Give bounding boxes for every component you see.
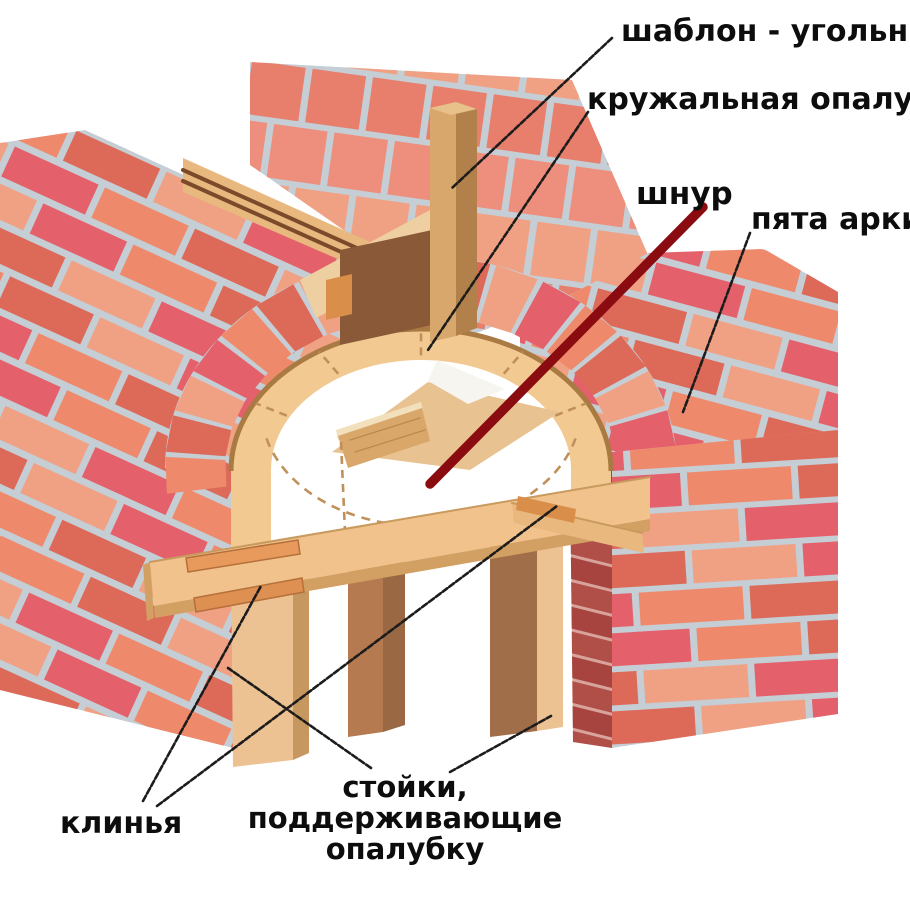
leader-template-square <box>450 36 614 190</box>
label-posts-line3: опалубку <box>325 832 485 866</box>
label-posts-line1: стойки, <box>342 770 468 804</box>
formwork-dashed-marks <box>255 329 587 533</box>
label-cord: шнур <box>636 176 733 212</box>
cord-line <box>425 202 708 489</box>
leader-post-left <box>226 666 373 770</box>
label-wedges: клинья <box>60 806 183 841</box>
leader-lines <box>141 36 752 808</box>
label-arch-heel: пята арки <box>751 202 910 237</box>
label-posts-line2: поддерживающие <box>247 801 563 835</box>
leader-wedges-right <box>155 504 559 808</box>
label-template-square: шаблон - угольник <box>621 14 910 49</box>
leader-post-right <box>448 714 553 774</box>
template-square-board <box>300 102 477 345</box>
label-circle-formwork: кружальная опалубка <box>587 82 910 117</box>
leader-circle-formwork <box>426 110 590 352</box>
leader-wedges-left <box>141 584 263 803</box>
leader-arch-heel <box>681 231 752 414</box>
label-posts: стойки, поддерживающие опалубку <box>238 772 572 865</box>
